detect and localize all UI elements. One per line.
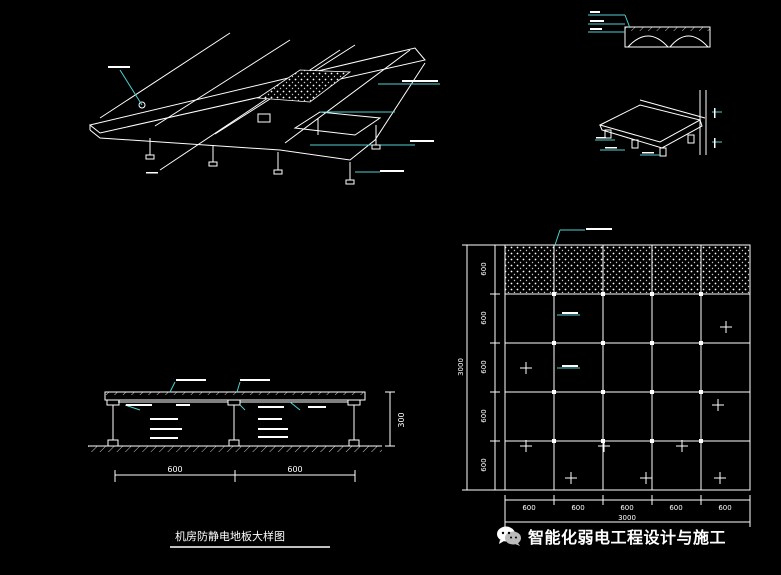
- wechat-icon: [497, 526, 521, 546]
- floor-plan-view: 600 600 600 600 600 3000 600 600 600 600…: [457, 228, 751, 527]
- row-dim-2: 600: [480, 311, 488, 324]
- panel-section-detail: [588, 11, 711, 48]
- col-dim-2: 600: [571, 504, 584, 512]
- col-dim-5: 600: [718, 504, 731, 512]
- row-dim-1: 600: [480, 262, 488, 275]
- row-dim-5: 600: [480, 458, 488, 471]
- small-isometric-panel: [595, 90, 722, 157]
- row-dim-4: 600: [480, 409, 488, 422]
- total-width-dim: 3000: [618, 514, 636, 522]
- isometric-floor-view: [88, 32, 440, 185]
- section-span-right: 600: [287, 465, 302, 474]
- row-dim-3: 600: [480, 360, 488, 373]
- watermark-text: 智能化弱电工程设计与施工: [528, 528, 727, 547]
- section-span-left: 600: [167, 465, 182, 474]
- col-dim-1: 600: [522, 504, 535, 512]
- watermark: 智能化弱电工程设计与施工: [496, 524, 726, 548]
- section-view: 300 600 600 机房防静电地板大样图: [88, 379, 406, 548]
- col-dim-3: 600: [620, 504, 633, 512]
- total-height-dim: 3000: [457, 358, 465, 376]
- col-dim-4: 600: [669, 504, 682, 512]
- section-height-dim: 300: [397, 412, 406, 427]
- drawing-title: 机房防静电地板大样图: [175, 529, 285, 543]
